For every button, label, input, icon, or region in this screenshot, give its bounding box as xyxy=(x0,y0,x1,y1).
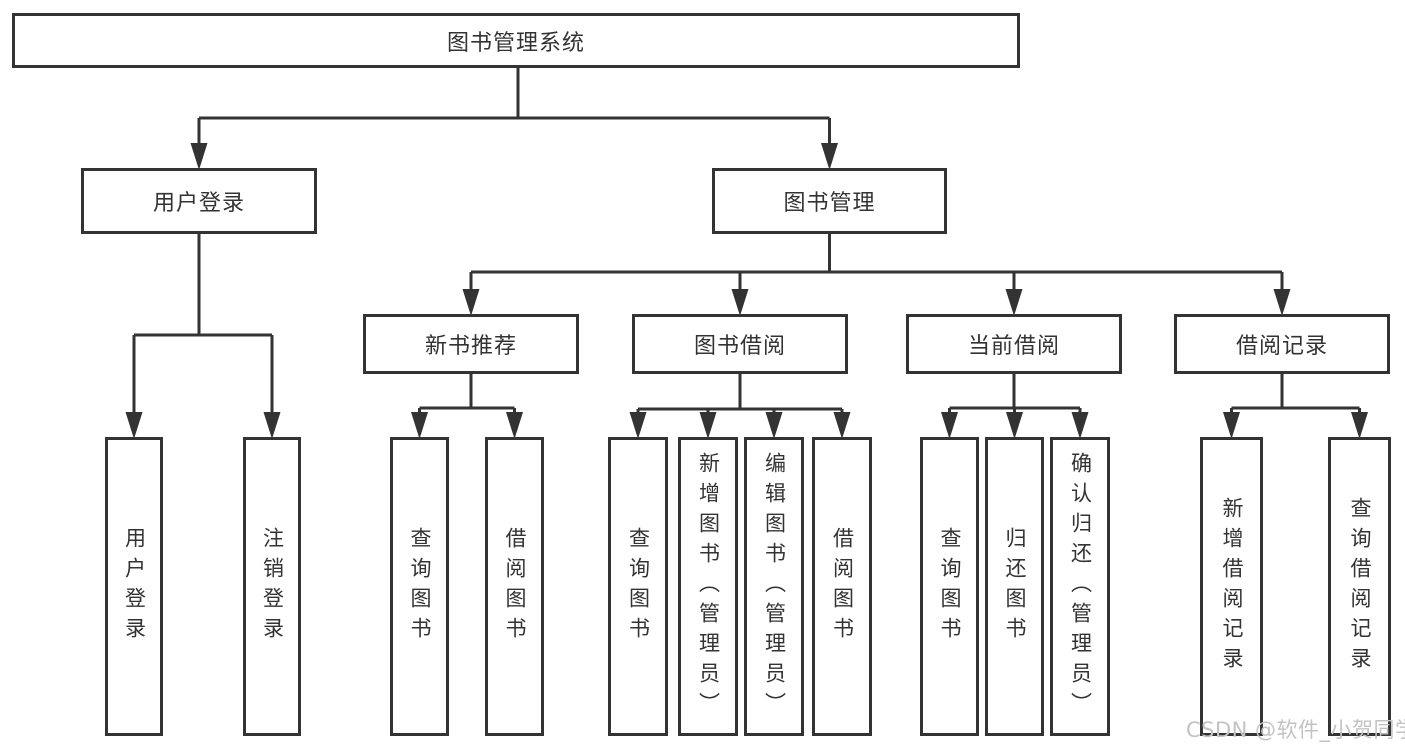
arrowhead xyxy=(765,412,783,439)
node-leaf-confirm-return: 确认归还（管理员） xyxy=(1050,437,1110,736)
arrowhead xyxy=(821,143,838,170)
node-leaf-borrow-book-1: 借阅图书 xyxy=(485,437,544,736)
arrowhead xyxy=(629,412,647,439)
node-leaf-query-book-3: 查询图书 xyxy=(920,437,979,736)
watermark-text: CSDN @软件_小贺同学 xyxy=(1186,718,1405,742)
arrowhead xyxy=(411,412,428,439)
arrowhead xyxy=(1223,412,1240,439)
node-borrow-records: 借阅记录 xyxy=(1174,314,1390,374)
arrowhead xyxy=(833,412,851,439)
node-leaf-return-book: 归还图书 xyxy=(985,437,1044,736)
node-book-borrow: 图书借阅 xyxy=(632,314,848,374)
arrowhead xyxy=(699,412,717,439)
node-leaf-user-login: 用户登录 xyxy=(105,437,163,736)
arrowhead xyxy=(263,412,281,439)
node-book-mgmt: 图书管理 xyxy=(712,168,947,234)
arrowhead xyxy=(190,143,208,170)
node-leaf-add-record: 新增借阅记录 xyxy=(1200,437,1263,736)
arrowhead xyxy=(462,289,480,316)
node-leaf-borrow-book-2: 借阅图书 xyxy=(812,437,872,736)
connector-lines xyxy=(132,67,1361,431)
arrowhead xyxy=(1351,412,1368,439)
arrowhead xyxy=(941,412,958,439)
node-new-book-rec: 新书推荐 xyxy=(363,314,579,374)
arrowhead xyxy=(1005,289,1023,316)
node-root: 图书管理系统 xyxy=(12,13,1020,68)
node-leaf-query-book-2: 查询图书 xyxy=(608,437,668,736)
arrowhead xyxy=(1071,412,1089,439)
node-current-borrow: 当前借阅 xyxy=(906,314,1122,374)
node-leaf-query-book-1: 查询图书 xyxy=(390,437,449,736)
arrowhead xyxy=(1273,289,1291,316)
node-leaf-add-book: 新增图书（管理员） xyxy=(678,437,738,736)
node-user-login: 用户登录 xyxy=(81,168,317,234)
arrowhead xyxy=(506,412,523,439)
arrowhead xyxy=(125,412,143,439)
arrowhead xyxy=(1006,412,1023,439)
arrowhead xyxy=(731,289,749,316)
node-leaf-query-record: 查询借阅记录 xyxy=(1328,437,1391,736)
node-leaf-logout: 注销登录 xyxy=(243,437,301,736)
node-leaf-edit-book: 编辑图书（管理员） xyxy=(744,437,804,736)
